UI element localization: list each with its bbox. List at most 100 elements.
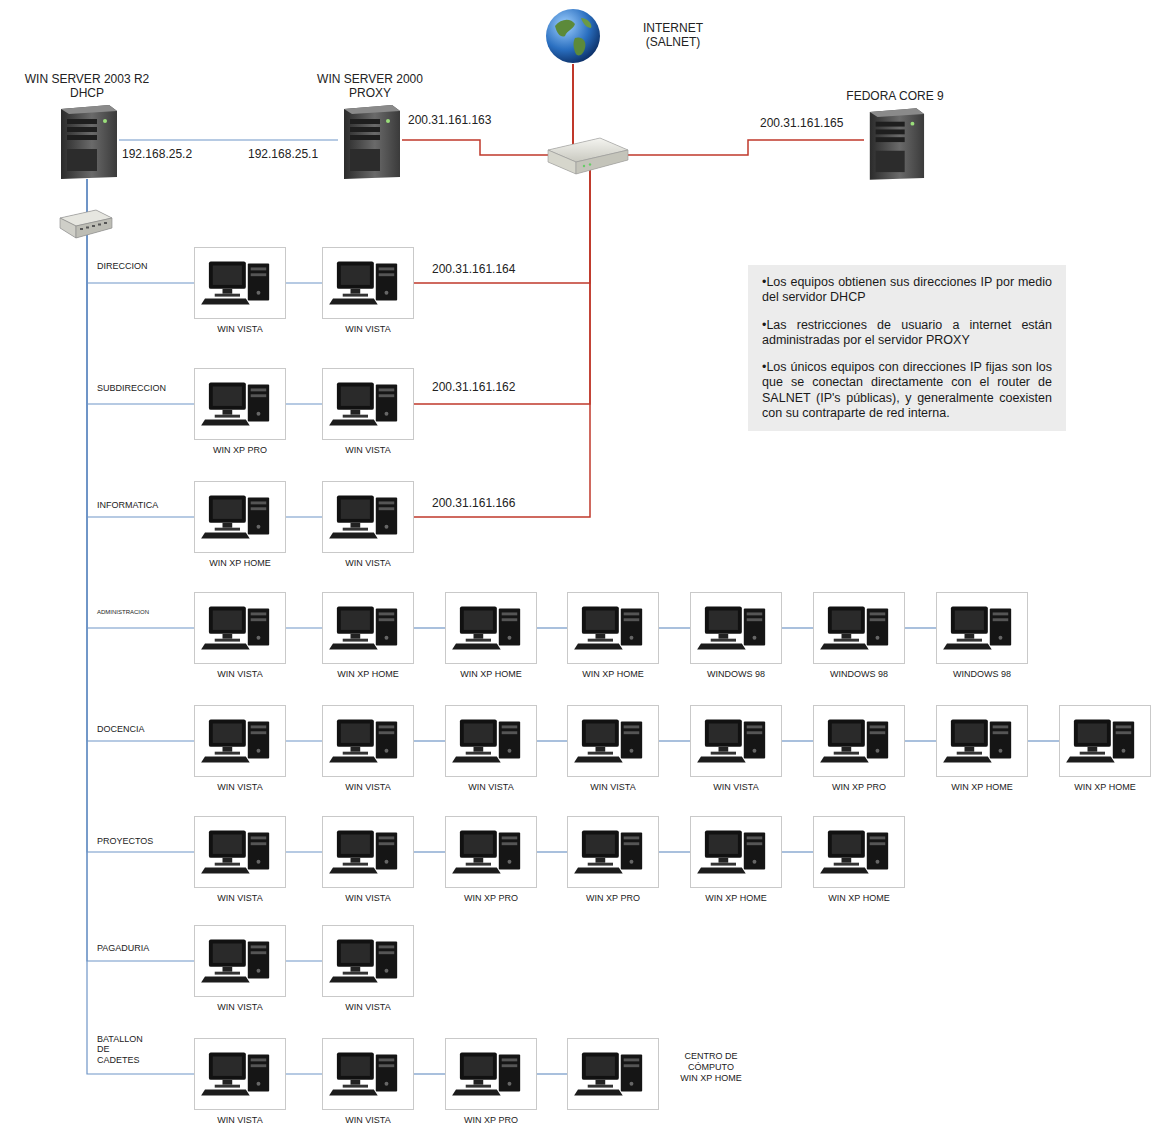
os-label: WIN VISTA [345,558,390,568]
computer-box: WIN XP HOME [194,481,286,553]
device-icon [545,8,601,64]
computer-box: WINDOWS 98 [690,592,782,664]
network-link [537,1073,567,1074]
computer-box: WIN VISTA [194,705,286,777]
ip-address: 192.168.25.1 [248,147,318,161]
computer-caption: CENTRO DE CÓMPUTOWIN XP HOME [670,1051,752,1083]
network-link [537,627,567,628]
os-label: WIN VISTA [345,324,390,334]
computer-box: WIN XP PRO [813,705,905,777]
note-box: •Los equipos obtienen sus direcciones IP… [748,265,1066,431]
device-icon [323,1039,413,1109]
device-icon [323,926,413,996]
ip-address: 200.31.161.162 [430,380,517,394]
ip-address: 200.31.161.163 [406,113,493,127]
network-link [414,740,445,741]
os-label: WIN VISTA [590,782,635,792]
device-icon [568,817,658,887]
network-link [286,960,322,961]
computer-label: WIN XP HOME [670,1073,752,1084]
network-link [1028,740,1059,741]
device-icon [568,593,658,663]
network-link [286,627,322,628]
device-icon [195,817,285,887]
department-label: SUBDIRECCION [97,383,166,393]
network-link [87,179,194,1074]
device-icon [446,817,536,887]
ip-address: 192.168.25.2 [122,147,192,161]
device-icon [814,706,904,776]
computer-box: WIN VISTA [194,247,286,319]
os-label: WIN VISTA [468,782,513,792]
device-icon [568,1039,658,1109]
device-icon [338,105,402,179]
network-link [402,64,573,155]
computer-box: WIN VISTA [322,816,414,888]
network-link [87,179,194,628]
network-link [87,179,194,852]
os-label: WIN VISTA [217,893,262,903]
network-link [286,740,322,741]
device-icon [55,105,119,179]
computer-box: WIN VISTA [194,1038,286,1110]
ip-address: 200.31.161.166 [430,496,517,510]
computer-box: WIN VISTA [322,247,414,319]
network-link [414,851,445,852]
network-link [286,516,322,517]
device-icon [195,706,285,776]
computer-box: WIN XP HOME [813,816,905,888]
network-link [286,403,322,404]
os-label: WINDOWS 98 [830,669,888,679]
computer-box: WIN VISTA [322,1038,414,1110]
device-icon [323,248,413,318]
computer-box: WINDOWS 98 [936,592,1028,664]
note-text: •Los únicos equipos con direcciones IP f… [762,360,1052,421]
computer-box: WIN XP PRO [445,816,537,888]
network-link [537,740,567,741]
network-link [659,851,690,852]
network-link [119,139,338,140]
os-label: WIN XP HOME [582,669,643,679]
department-label: DOCENCIA [97,724,145,734]
os-label: WIN VISTA [345,1115,390,1125]
os-label: WIN VISTA [345,445,390,455]
device-icon [323,706,413,776]
device-icon [864,108,926,180]
computer-box: WIN VISTA [194,816,286,888]
os-label: WIN XP HOME [209,558,270,568]
device-icon [691,706,781,776]
network-link [537,851,567,852]
device-icon [195,248,285,318]
device-icon [446,593,536,663]
device-icon [195,926,285,996]
os-label: WIN VISTA [345,1002,390,1012]
network-link [87,179,194,741]
device-icon [323,593,413,663]
computer-box: WIN VISTA [445,705,537,777]
server-node: FEDORA CORE 9 [864,108,926,180]
note-text: •Los equipos obtienen sus direcciones IP… [762,275,1052,306]
os-label: WIN VISTA [713,782,758,792]
department-label: BATALLON DE CADETES [97,1034,143,1065]
network-link [782,627,813,628]
os-label: WIN VISTA [217,324,262,334]
os-label: WIN VISTA [345,893,390,903]
os-label: WIN XP PRO [464,1115,518,1125]
ip-address: 200.31.161.165 [758,116,845,130]
device-icon [937,706,1027,776]
computer-box: WIN VISTA [322,368,414,440]
device-icon [691,593,781,663]
internet-globe: INTERNET (SALNET) [545,8,601,64]
os-label: WIN VISTA [217,782,262,792]
os-label: WIN VISTA [217,1115,262,1125]
device-icon [568,706,658,776]
computer-box: CENTRO DE CÓMPUTOWIN XP HOME [567,1038,659,1110]
device-icon [323,369,413,439]
computer-box: WIN XP HOME [567,592,659,664]
computer-box: WIN XP PRO [194,368,286,440]
device-icon [814,817,904,887]
device-icon [195,482,285,552]
os-label: WIN XP HOME [337,669,398,679]
os-label: WIN VISTA [345,782,390,792]
